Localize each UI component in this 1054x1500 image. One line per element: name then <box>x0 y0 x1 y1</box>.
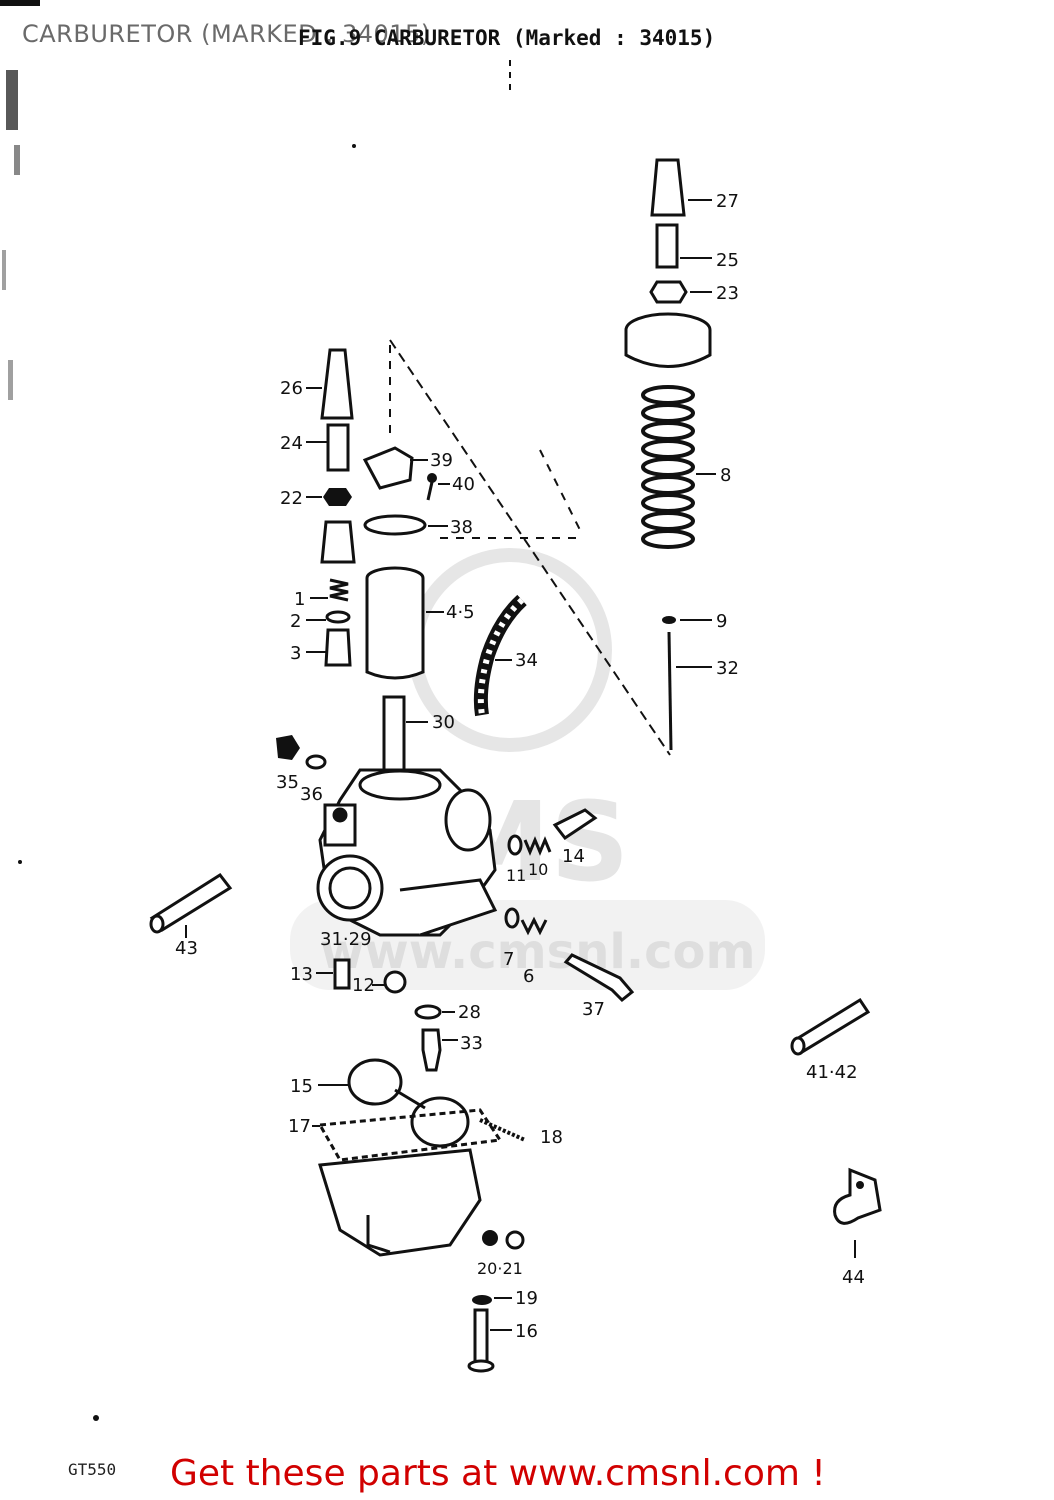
part-6-spring <box>520 916 548 936</box>
figure-title: FIG.9 CARBURETOR (Marked : 34015) <box>298 26 716 50</box>
part-13-jet <box>316 958 351 990</box>
label-2: 2 <box>290 611 301 632</box>
part-37-pilot-screw <box>563 953 635 1003</box>
label-35: 35 <box>276 772 299 793</box>
part-44-clamp <box>833 1167 882 1258</box>
part-38-plate <box>363 514 448 536</box>
part-11-washer <box>507 834 523 856</box>
label-4-5: 4·5 <box>446 602 475 623</box>
label-37: 37 <box>582 999 605 1020</box>
label-28: 28 <box>458 1002 481 1023</box>
part-32-jet-needle <box>667 631 712 751</box>
part-2-washer <box>306 610 351 624</box>
part-39-bracket <box>362 446 428 490</box>
promo-link[interactable]: Get these parts at www.cmsnl.com ! <box>170 1453 826 1494</box>
model-code: GT550 <box>68 1460 117 1479</box>
label-34: 34 <box>515 650 538 671</box>
guide-lines <box>389 60 671 756</box>
label-40: 40 <box>452 474 475 495</box>
part-7-washer <box>504 907 520 929</box>
label-9-needle-clip: 9 <box>716 611 727 632</box>
part-20-21-screws <box>482 1230 525 1250</box>
part-35-screw <box>276 735 300 760</box>
part-25-adjuster <box>655 223 712 269</box>
label-19: 19 <box>515 1288 538 1309</box>
float-bowl <box>318 1148 482 1257</box>
label-10: 10 <box>528 860 548 879</box>
part-3-plunger <box>306 628 352 667</box>
label-36: 36 <box>300 784 323 805</box>
part-19-washer <box>472 1295 512 1305</box>
label-8: 8 <box>720 465 731 486</box>
label-23: 23 <box>716 283 739 304</box>
part-17-gasket <box>312 1108 503 1162</box>
overlay-title: CARBURETOR (MARKED : 34015) <box>22 20 431 48</box>
label-24: 24 <box>280 433 303 454</box>
label-6: 6 <box>523 966 534 987</box>
label-44: 44 <box>842 1267 865 1288</box>
part-1-spring <box>310 578 349 602</box>
label-26: 26 <box>280 378 303 399</box>
part-18-pin <box>479 1118 526 1142</box>
part-28-washer <box>414 1004 455 1020</box>
label-33: 33 <box>460 1033 483 1054</box>
part-23-locknut <box>649 280 712 304</box>
carburetor-body <box>316 768 498 937</box>
label-31-29: 31·29 <box>320 929 372 950</box>
label-1: 1 <box>294 589 305 610</box>
label-32: 32 <box>716 658 739 679</box>
part-24-adjuster <box>306 423 350 472</box>
label-17: 17 <box>288 1116 311 1137</box>
part-27-cable-cap <box>650 158 712 217</box>
part-4-5-throttle-valve <box>365 566 444 680</box>
label-30: 30 <box>432 712 455 733</box>
label-38: 38 <box>450 517 473 538</box>
part-34-hose <box>473 594 527 717</box>
part-40-screw <box>426 473 450 501</box>
label-27: 27 <box>716 191 739 212</box>
part-22-nut <box>306 488 352 506</box>
label-3: 3 <box>290 643 301 664</box>
part-26-cap <box>306 348 354 420</box>
label-41-42: 41·42 <box>806 1062 858 1083</box>
label-18: 18 <box>540 1127 563 1148</box>
label-25: 25 <box>716 250 739 271</box>
label-22: 22 <box>280 488 303 509</box>
part-43-tube <box>149 873 233 938</box>
part-15-float <box>318 1058 470 1148</box>
part-8-throttle-spring <box>641 385 716 549</box>
scan-artifacts <box>0 0 356 1421</box>
starter-plunger-body <box>320 520 356 564</box>
label-15: 15 <box>290 1076 313 1097</box>
label-39: 39 <box>430 450 453 471</box>
label-13: 13 <box>290 964 313 985</box>
part-41-42-tube <box>790 997 871 1056</box>
label-12: 12 <box>352 975 375 996</box>
label-43: 43 <box>175 938 198 959</box>
label-14: 14 <box>562 846 585 867</box>
label-20-21: 20·21 <box>477 1259 523 1278</box>
label-7: 7 <box>503 949 514 970</box>
part-9-clip <box>662 616 712 624</box>
part-33-valve <box>421 1028 458 1072</box>
part-labels: 27 25 23 8 9 32 26 24 22 39 40 38 1 2 3 … <box>175 191 865 1342</box>
label-11: 11 <box>506 866 526 885</box>
part-16-screw <box>467 1308 512 1373</box>
part-12-jet <box>372 970 407 994</box>
part-36-washer <box>305 754 327 770</box>
label-16: 16 <box>515 1321 538 1342</box>
carb-top-cap <box>624 312 712 368</box>
part-10-spring <box>523 836 552 856</box>
part-14-screw <box>552 808 598 841</box>
watermark: CMS www.cmsnl.com <box>290 548 765 990</box>
